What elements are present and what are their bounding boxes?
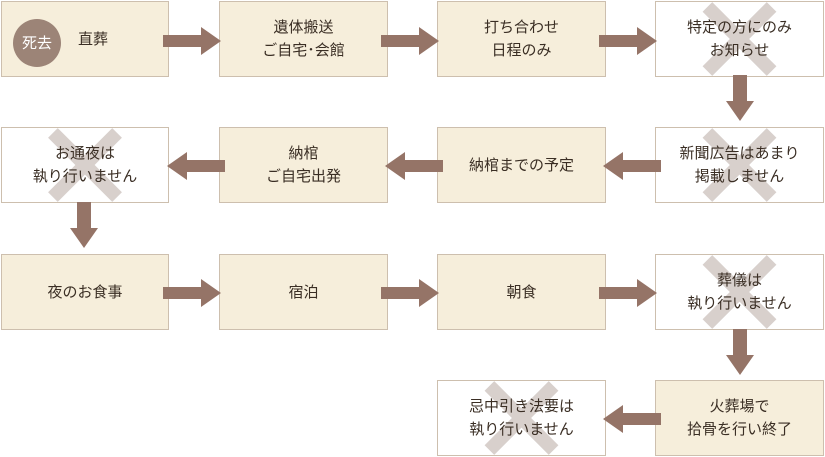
step-label: 葬儀は 執り行いません [687,271,792,312]
step-label: 火葬場で 拾骨を行い終了 [686,397,792,438]
step-label: お通夜は 執り行いません [32,144,138,185]
step-evening-meal: 夜のお食事 [1,254,169,330]
arrow-right-icon [599,279,657,307]
arrow-right-icon [381,279,439,307]
step-label: 打ち合わせ 日程のみ [483,18,559,59]
step-encoffin-depart: 納棺 ご自宅出発 [219,127,388,203]
step-label: 宿泊 [288,282,319,301]
arrow-right-icon [381,27,439,55]
step-no-memorial: 忌中引き法要は 執り行いません [437,380,606,456]
cross-mark-icon [702,255,777,329]
arrow-left-icon [167,152,225,180]
cross-mark-icon [484,381,559,455]
step-newspaper-notice: 新聞広告はあまり 掲載しません [655,127,824,203]
arrow-down-icon [70,202,98,248]
arrow-right-icon [599,27,657,55]
step-label: 夜のお食事 [47,282,123,301]
step-overnight-stay: 宿泊 [219,254,388,330]
step-label: 忌中引き法要は 執り行いません [468,397,574,438]
step-label: 納棺までの予定 [468,155,574,174]
step-label: 朝食 [506,282,537,301]
step-body-transport: 遺体搬送 ご自宅･会館 [219,1,388,77]
cross-mark-icon [702,128,777,202]
step-label: 新聞広告はあまり 掲載しません [679,144,800,185]
death-badge: 死去 [13,19,61,67]
arrow-left-icon [603,152,661,180]
step-label: 遺体搬送 ご自宅･会館 [262,18,345,59]
arrow-down-icon [726,329,754,375]
cross-mark-icon [702,2,777,76]
step-direct-cremation: 死去 直葬 [1,1,169,77]
arrow-right-icon [163,27,221,55]
step-label: 納棺 ご自宅出発 [265,144,341,185]
step-no-funeral: 葬儀は 執り行いません [655,254,824,330]
arrow-right-icon [163,279,221,307]
arrow-left-icon [603,405,661,433]
arrow-left-icon [385,152,443,180]
step-encoffin-schedule: 納棺までの予定 [437,127,606,203]
arrow-down-icon [726,75,754,121]
step-cremation-end: 火葬場で 拾骨を行い終了 [655,380,824,456]
cross-mark-icon [48,128,122,202]
step-notify-specific: 特定の方にのみ お知らせ [655,1,824,77]
step-label: 直葬 [77,29,108,48]
step-label: 特定の方にのみ お知らせ [686,18,792,59]
step-no-wake: お通夜は 執り行いません [1,127,169,203]
step-breakfast: 朝食 [437,254,606,330]
